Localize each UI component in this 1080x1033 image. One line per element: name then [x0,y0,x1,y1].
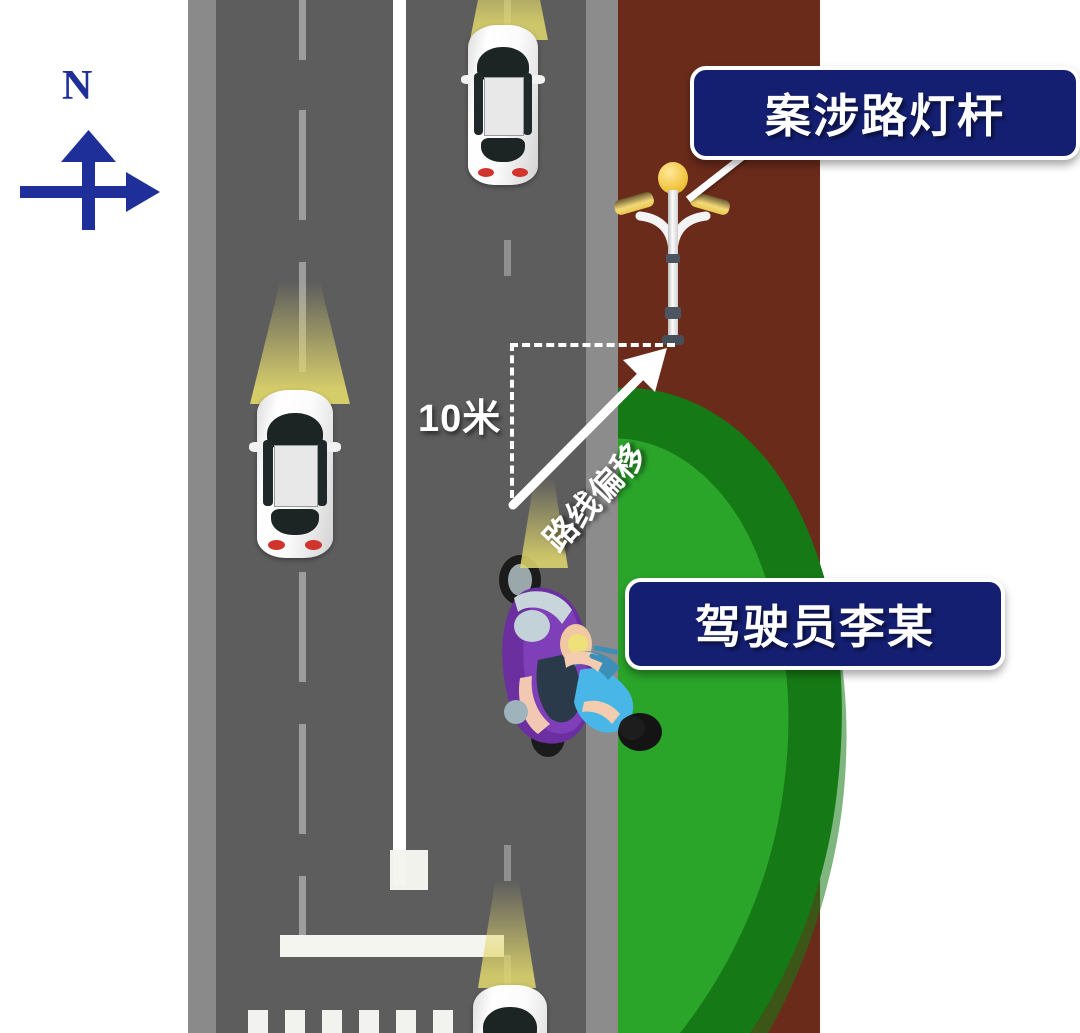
lane-line-dash [299,876,306,936]
lamp-bulb [658,162,688,194]
side-mirror [531,75,545,84]
crosswalk-stripe [396,1010,416,1033]
street-lamp [612,160,732,360]
car-top [461,25,545,185]
lane-line-dash [299,0,306,60]
lamp-base [662,335,684,345]
crosswalk-stripe [359,1010,379,1033]
car-roof [274,445,318,507]
car-roof [484,77,524,136]
callout-lamp-post-label: 案涉路灯杆 [765,90,1005,142]
callout-driver-label: 驾驶员李某 [695,601,935,653]
car-side-panel [523,73,532,135]
windshield [477,47,529,80]
compass-north-label: N [62,63,93,109]
rider-torso [574,668,634,733]
measure-dash-horizontal [510,343,675,347]
lane-line-dash [504,845,511,881]
crosswalk-stripe [322,1010,342,1033]
lane-line-dash [299,110,306,220]
crosswalk-stripe [285,1010,305,1033]
compass-cross-arrow-icon [20,130,160,230]
car-side-panel [317,440,327,506]
road-shoulder-right [586,0,618,1033]
side-mirror [326,442,341,452]
car-side-panel [263,440,273,506]
lane-line-solid [393,0,406,885]
rear-window [481,138,525,162]
side-mirror [249,442,264,452]
lane-line-dash [299,724,306,834]
rear-window [271,509,319,535]
crosswalk-stripe [248,1010,268,1033]
windshield [267,413,323,448]
taillight [512,168,528,177]
car-left [249,390,341,558]
taillight [268,540,285,550]
distance-label: 10米 [418,398,502,440]
side-mirror [461,75,475,84]
scooter-and-rider [499,555,662,757]
lane-line-dash [504,240,511,276]
lane-line-dash [299,572,306,682]
car-side-panel [474,73,483,135]
windshield [483,1007,537,1033]
taillight [478,168,494,177]
car-bottom [473,985,547,1033]
lane-marking-block [390,850,428,890]
pole-band [665,307,681,319]
crosswalk-stripe [433,1010,453,1033]
deviation-arrow [508,348,667,510]
road-shoulder-left [188,0,216,1033]
stop-line-marking [280,935,504,957]
pole-band [666,254,680,263]
callout-lamp-post[interactable]: 案涉路灯杆 [690,66,1080,160]
measure-dash-vertical [510,343,514,498]
callout-driver[interactable]: 驾驶员李某 [625,578,1005,670]
taillight [305,540,322,550]
